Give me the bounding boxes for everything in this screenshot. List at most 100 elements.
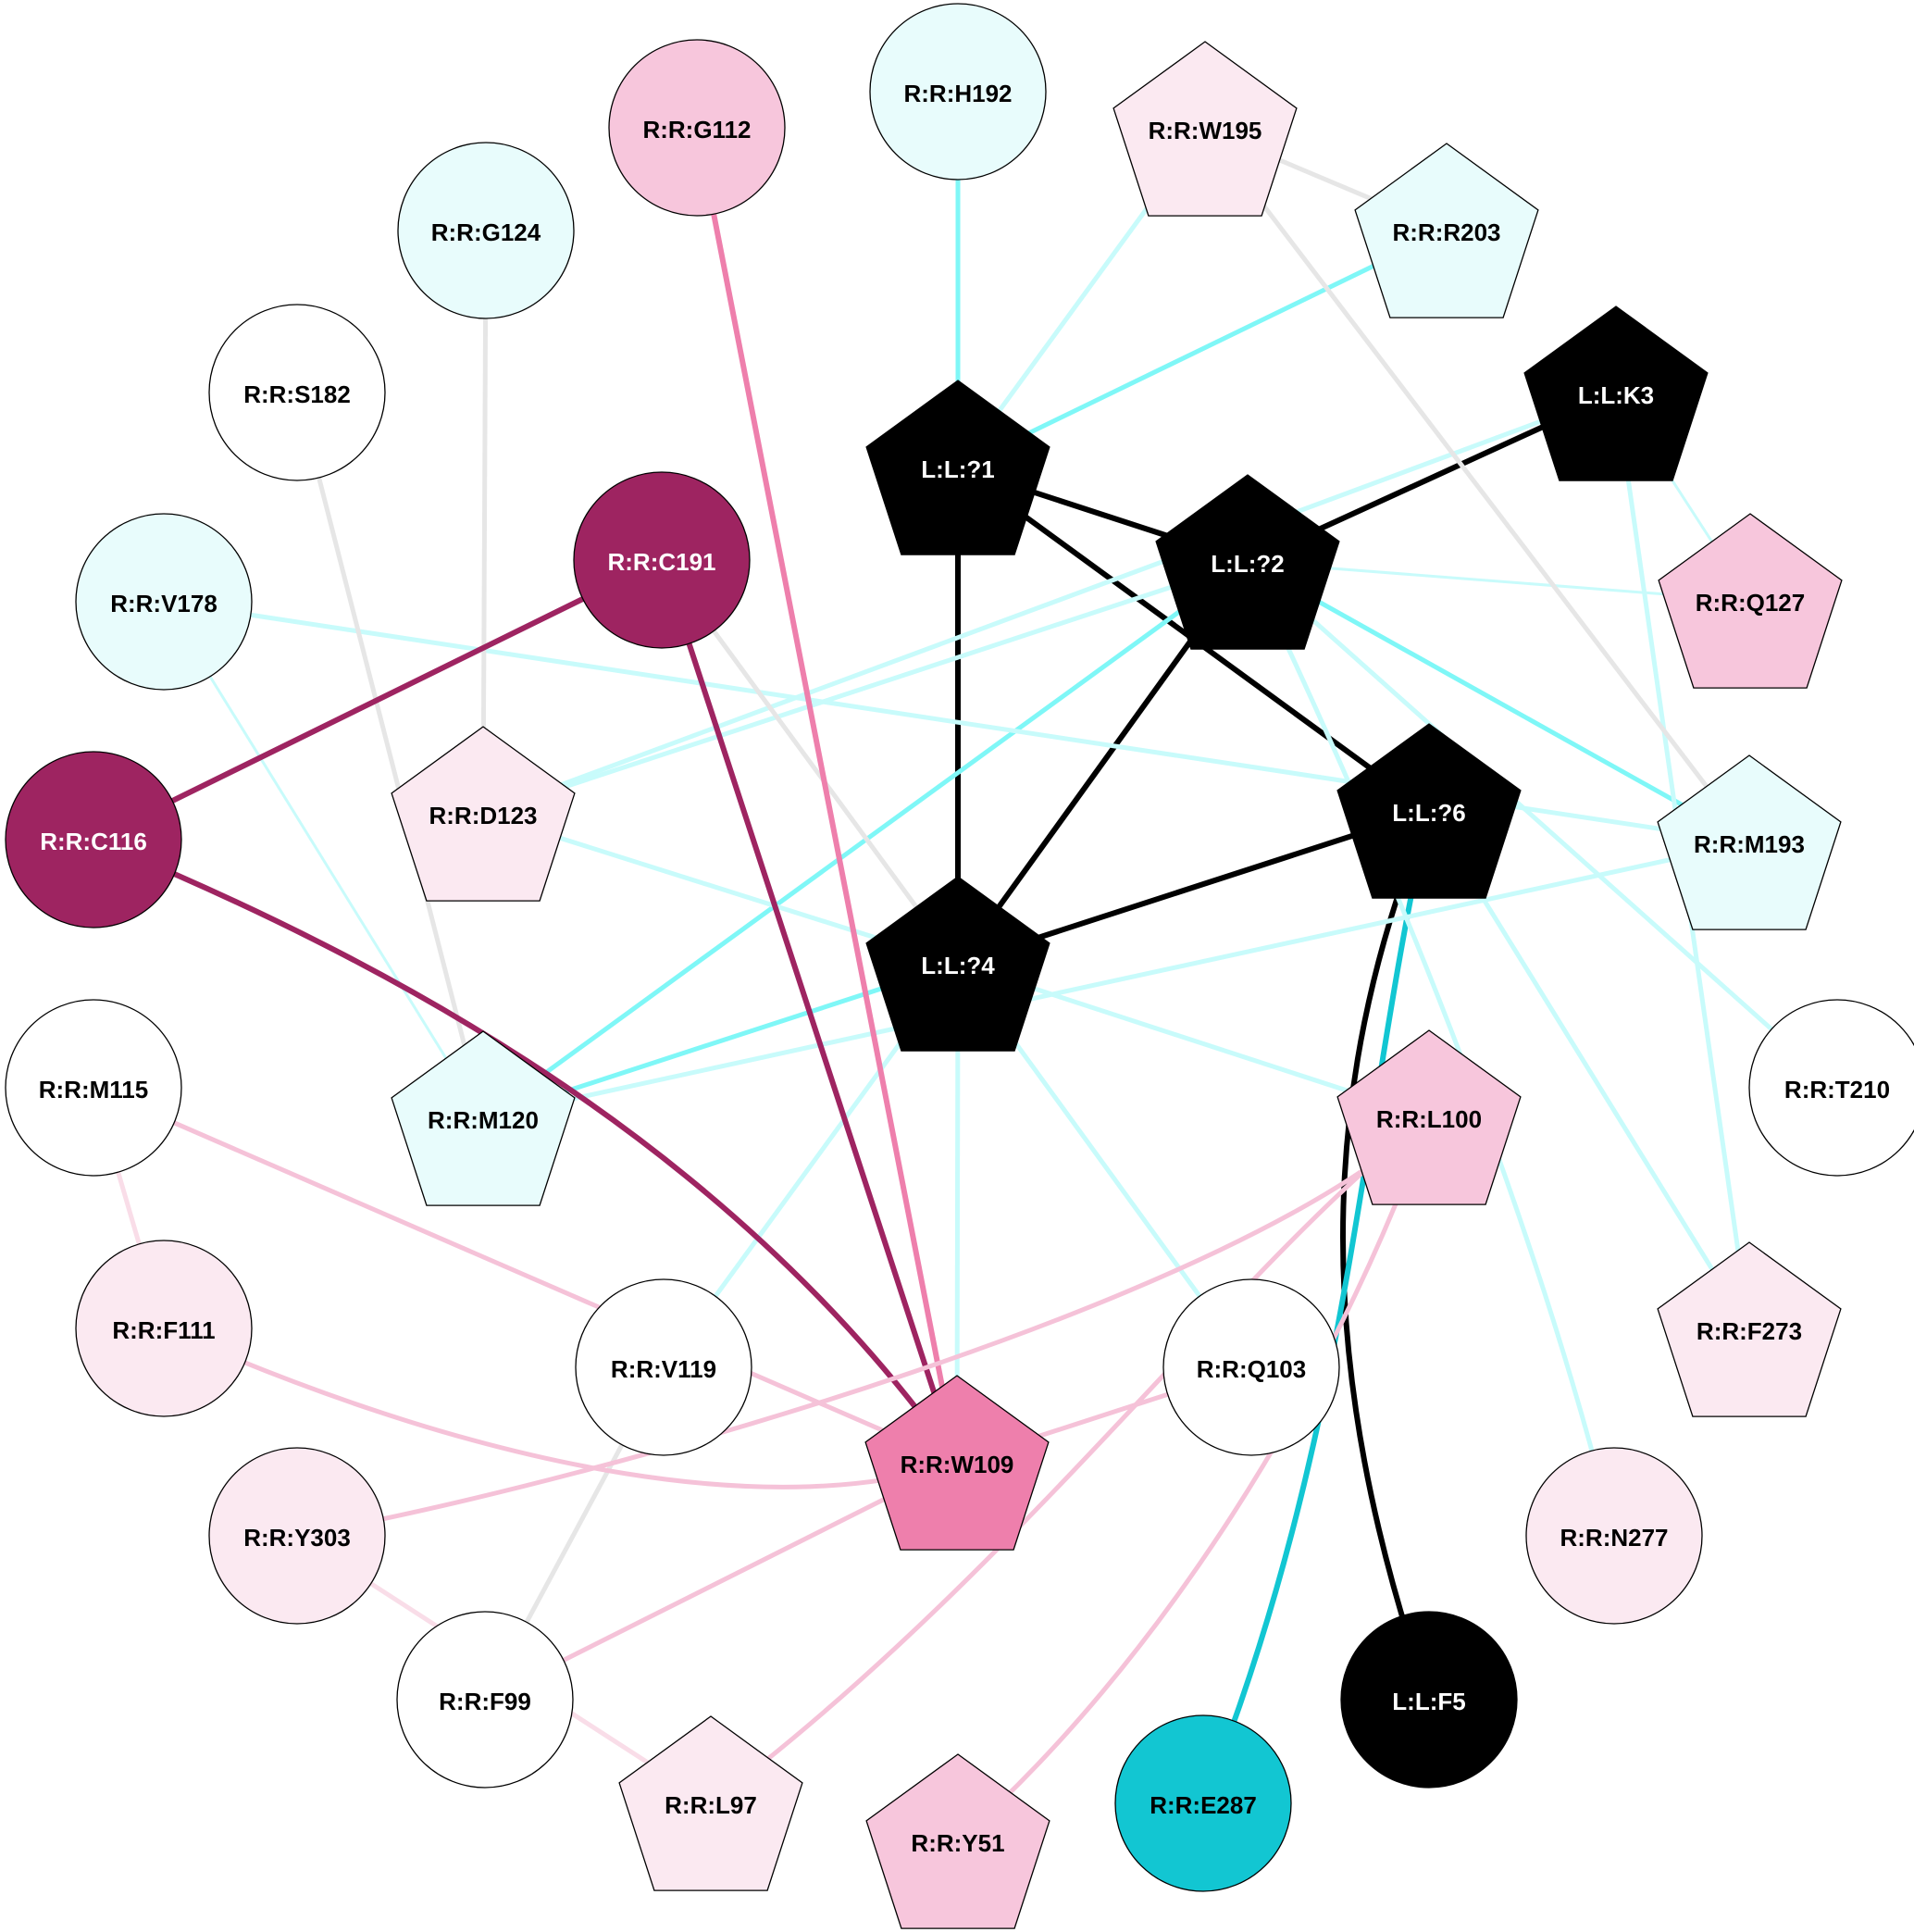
node-r-r-c116: R:R:C116: [5, 751, 182, 929]
node-r-r-g112: R:R:G112: [608, 39, 786, 217]
node-l-l-4: L:L:?4: [865, 876, 1050, 1052]
node-pentagon-l-l-k3: [1523, 305, 1709, 481]
node-r-r-q103: R:R:Q103: [1162, 1278, 1340, 1456]
node-label-r-r-q103: R:R:Q103: [1197, 1355, 1306, 1383]
node-pentagon-r-r-f273: [1657, 1241, 1842, 1417]
node-label-r-r-v119: R:R:V119: [611, 1355, 716, 1383]
node-circle-l-l-f5: [1340, 1611, 1518, 1789]
node-label-l-l-2: L:L:?2: [1211, 550, 1284, 578]
node-r-r-y51: R:R:Y51: [865, 1753, 1050, 1929]
edge-r-r-r203-to-l-l-1: [956, 228, 1448, 470]
node-label-r-r-m120: R:R:M120: [428, 1106, 539, 1134]
edge-r-r-l100-to-r-r-l97: [709, 1115, 1431, 1806]
edge-l-l-2-to-r-r-m193: [1246, 559, 1751, 845]
node-r-r-f99: R:R:F99: [396, 1611, 574, 1789]
node-label-r-r-r203: R:R:R203: [1392, 218, 1500, 246]
edge-r-r-w195-to-r-r-m193: [1203, 127, 1751, 844]
node-circle-r-r-m115: [5, 999, 182, 1177]
node-circle-r-r-v178: [75, 513, 253, 691]
node-l-l-f5: L:L:F5: [1340, 1611, 1518, 1789]
node-r-r-e287: R:R:E287: [1114, 1714, 1292, 1892]
node-pentagon-r-r-d123: [391, 726, 576, 902]
node-r-r-m115: R:R:M115: [5, 999, 182, 1177]
node-l-l-1: L:L:?1: [865, 380, 1050, 555]
edge-r-r-v178-to-r-r-m120: [162, 601, 485, 1119]
node-pentagon-r-r-y51: [865, 1753, 1050, 1929]
node-l-l-2: L:L:?2: [1155, 474, 1340, 650]
node-l-l-6: L:L:?6: [1336, 723, 1522, 899]
node-pentagon-r-r-m193: [1657, 754, 1842, 930]
node-pentagon-l-l-6: [1336, 723, 1522, 899]
node-label-r-r-f99: R:R:F99: [439, 1688, 531, 1715]
node-pentagon-r-r-r203: [1354, 143, 1539, 318]
node-label-r-r-s182: R:R:S182: [243, 380, 351, 408]
node-circle-r-r-s182: [208, 304, 386, 481]
node-label-r-r-n277: R:R:N277: [1560, 1524, 1668, 1552]
node-label-r-r-l100: R:R:L100: [1376, 1105, 1482, 1133]
edge-r-r-g124-to-r-r-d123: [480, 230, 489, 815]
node-circle-r-r-g124: [397, 142, 575, 319]
edge-l-l-k3-to-r-r-d123: [482, 391, 1617, 816]
node-r-r-v119: R:R:V119: [575, 1278, 752, 1456]
node-pentagon-r-r-l100: [1336, 1029, 1522, 1205]
edge-r-r-f111-to-r-r-w109: [162, 1326, 958, 1490]
node-label-l-l-4: L:L:?4: [921, 952, 995, 979]
edge-r-r-c191-to-r-r-c116: [92, 557, 664, 842]
node-circle-r-r-c116: [5, 751, 182, 929]
node-circle-r-r-f99: [396, 1611, 574, 1789]
node-label-r-r-m115: R:R:M115: [39, 1076, 148, 1103]
edge-r-r-l100-to-r-r-y51: [956, 1116, 1432, 1843]
edge-l-l-6-to-r-r-e287: [1200, 810, 1432, 1805]
node-circle-r-r-q103: [1162, 1278, 1340, 1456]
edge-l-l-2-to-r-r-t210: [1246, 560, 1839, 1090]
node-circle-r-r-h192: [869, 3, 1047, 181]
node-label-l-l-k3: L:L:K3: [1578, 381, 1654, 409]
node-circle-r-r-n277: [1525, 1447, 1703, 1625]
node-r-r-t210: R:R:T210: [1748, 999, 1914, 1177]
node-r-r-c191: R:R:C191: [573, 471, 751, 649]
node-pentagon-l-l-1: [865, 380, 1050, 555]
node-r-r-r203: R:R:R203: [1354, 143, 1539, 318]
node-r-r-y303: R:R:Y303: [208, 1447, 386, 1625]
node-pentagon-l-l-2: [1155, 474, 1340, 650]
edge-r-r-s182-to-r-r-m120: [294, 392, 486, 1119]
node-label-r-r-v178: R:R:V178: [110, 590, 218, 617]
node-circle-r-r-g112: [608, 39, 786, 217]
node-r-r-m193: R:R:M193: [1657, 754, 1842, 930]
node-pentagon-r-r-q127: [1658, 513, 1843, 689]
node-label-r-r-w109: R:R:W109: [901, 1451, 1014, 1478]
node-label-r-r-m193: R:R:M193: [1694, 830, 1805, 858]
node-r-r-w109: R:R:W109: [864, 1375, 1050, 1551]
node-label-r-r-f273: R:R:F273: [1696, 1317, 1802, 1345]
node-l-l-k3: L:L:K3: [1523, 305, 1709, 481]
node-r-r-l100: R:R:L100: [1336, 1029, 1522, 1205]
node-r-r-f111: R:R:F111: [75, 1240, 253, 1417]
node-label-r-r-t210: R:R:T210: [1784, 1076, 1890, 1103]
node-r-r-l97: R:R:L97: [618, 1715, 803, 1891]
node-circle-r-r-t210: [1748, 999, 1914, 1177]
edge-l-l-2-to-r-r-d123: [482, 559, 1249, 816]
node-r-r-v178: R:R:V178: [75, 513, 253, 691]
node-label-l-l-6: L:L:?6: [1392, 799, 1465, 827]
node-pentagon-r-r-l97: [618, 1715, 803, 1891]
edge-r-r-c116-to-r-r-w109: [92, 837, 960, 1465]
node-circle-r-r-c191: [573, 471, 751, 649]
node-label-r-r-y51: R:R:Y51: [911, 1829, 1004, 1857]
node-label-r-r-c191: R:R:C191: [607, 548, 715, 576]
node-r-r-h192: R:R:H192: [869, 3, 1047, 181]
node-label-r-r-w195: R:R:W195: [1149, 117, 1262, 144]
node-label-r-r-f111: R:R:F111: [112, 1316, 215, 1344]
node-r-r-n277: R:R:N277: [1525, 1447, 1703, 1625]
edge-l-l-6-to-l-l-f5: [1340, 809, 1432, 1701]
node-label-r-r-h192: R:R:H192: [903, 80, 1012, 107]
node-circle-r-r-f111: [75, 1240, 253, 1417]
node-label-l-l-1: L:L:?1: [921, 455, 994, 483]
edge-r-r-m115-to-r-r-w109: [93, 1085, 958, 1465]
node-label-r-r-c116: R:R:C116: [40, 828, 147, 855]
node-label-r-r-e287: R:R:E287: [1150, 1791, 1257, 1819]
node-r-r-m120: R:R:M120: [391, 1030, 576, 1206]
node-label-r-r-l97: R:R:L97: [665, 1791, 757, 1819]
node-pentagon-l-l-4: [865, 876, 1050, 1052]
